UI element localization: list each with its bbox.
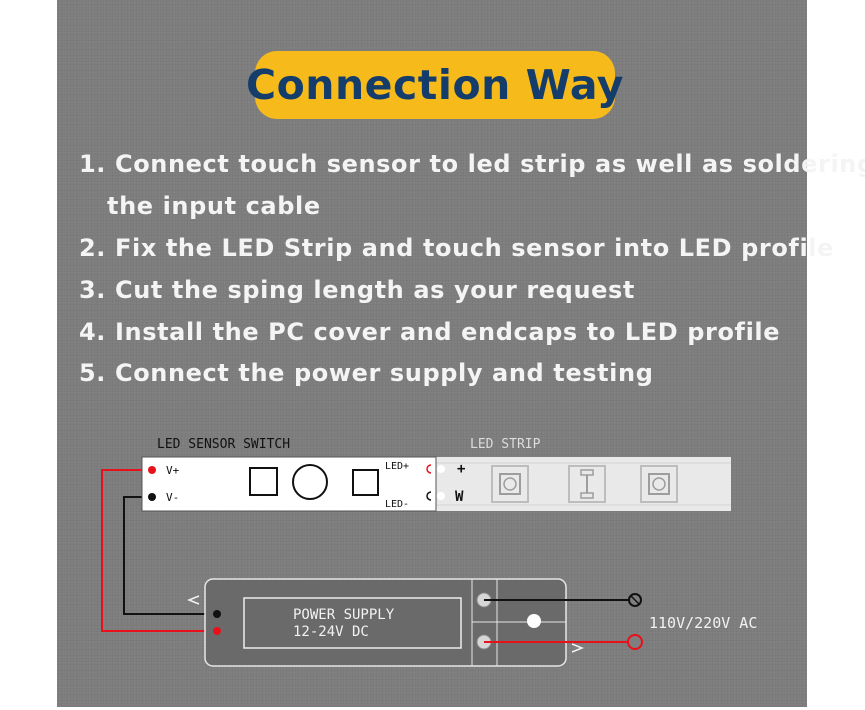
- ac-live-terminal: [627, 634, 643, 650]
- ac-voltage-label: 110V/220V AC: [649, 614, 757, 632]
- page-title: Connection Way: [246, 61, 624, 109]
- wiring-diagram: LED SENSOR SWITCH LED STRIP V+ V- LED+ L…: [101, 437, 757, 667]
- step-number: 4.: [79, 318, 107, 346]
- title-banner: Connection Way: [246, 51, 623, 119]
- v-minus-pad: [148, 493, 156, 501]
- psu-positive-terminal: [213, 627, 221, 635]
- psu-negative-terminal: [213, 610, 221, 618]
- power-supply: [186, 578, 585, 667]
- step-text: Fix the LED Strip and touch sensor into …: [115, 234, 834, 262]
- step-number: 3.: [79, 276, 107, 304]
- v-minus-label: V-: [166, 491, 179, 504]
- instruction-step-1: 1. Connect touch sensor to led strip as …: [79, 150, 865, 178]
- instruction-step-5: 5. Connect the power supply and testing: [79, 359, 653, 387]
- instruction-step-3: 3. Cut the sping length as your request: [79, 276, 635, 304]
- sensor-switch-label: LED SENSOR SWITCH: [157, 437, 290, 452]
- psu-label-line-2: 12-24V DC: [293, 624, 369, 640]
- instruction-step-1-continuation: the input cable: [107, 192, 321, 220]
- step-number: 5.: [79, 359, 107, 387]
- led-strip: [436, 457, 731, 511]
- step-text: Install the PC cover and endcaps to LED …: [115, 318, 781, 346]
- infographic-panel: Connection Way 1. Connect touch sensor t…: [57, 0, 865, 707]
- led-sensor-switch: [141, 456, 445, 512]
- v-plus-label: V+: [166, 464, 180, 477]
- step-text: Connect touch sensor to led strip as wel…: [115, 150, 865, 178]
- negative-wire: [123, 496, 217, 615]
- positive-wire: [101, 469, 217, 632]
- psu-label-line-1: POWER SUPPLY: [293, 607, 395, 623]
- step-text: the input cable: [107, 192, 321, 220]
- instruction-step-4: 4. Install the PC cover and endcaps to L…: [79, 318, 780, 346]
- led-strip-label: LED STRIP: [470, 437, 541, 452]
- step-number: 2.: [79, 234, 107, 262]
- step-text: Cut the sping length as your request: [115, 276, 635, 304]
- strip-w-label: W: [455, 489, 464, 505]
- strip-plus-label: +: [457, 461, 465, 477]
- led-minus-label: LED-: [385, 499, 409, 510]
- instruction-step-2: 2. Fix the LED Strip and touch sensor in…: [79, 234, 834, 262]
- led-plus-label: LED+: [385, 461, 409, 472]
- step-number: 1.: [79, 150, 107, 178]
- step-text: Connect the power supply and testing: [115, 359, 654, 387]
- v-plus-pad: [148, 466, 156, 474]
